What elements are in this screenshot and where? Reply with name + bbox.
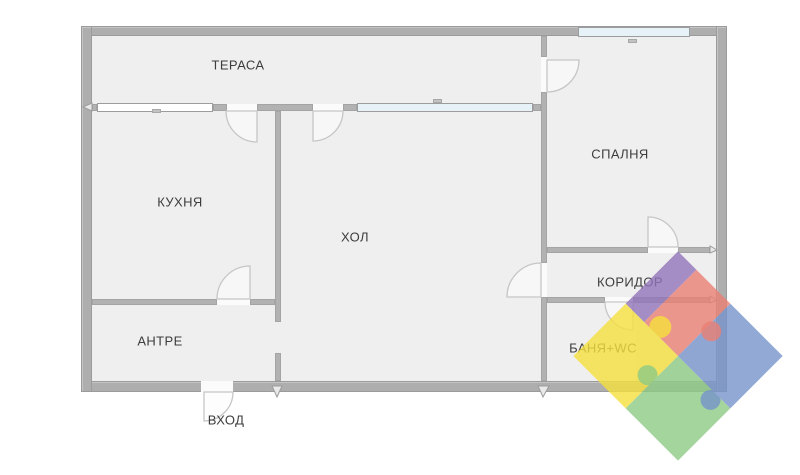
- wall-hall-bath-bottom: [541, 297, 547, 381]
- wall-terrace-seg4: [343, 104, 357, 111]
- kitchen-terrace-door-opening: [227, 104, 257, 111]
- wall-kitchen-antre-right: [250, 299, 275, 305]
- wall-outer-left: [81, 26, 92, 392]
- kitchen-window-tick: [152, 109, 161, 113]
- room-label-bathroom: БАНЯ+WC: [569, 340, 637, 356]
- wall-corridor-bottom-right: [633, 297, 710, 303]
- wall-corridor-bottom-left: [547, 297, 605, 303]
- room-label-entry-hall: АНТРЕ: [137, 333, 183, 349]
- hall-window-tick: [433, 99, 442, 103]
- wall-outer-right: [716, 26, 727, 392]
- room-label-corridor: КОРИДОР: [597, 274, 663, 290]
- wall-outer-bottom: [81, 381, 727, 392]
- wall-terrace-seg2: [213, 104, 227, 111]
- antre-kitchen-door-opening: [217, 299, 250, 305]
- room-label-hall: ХОЛ: [341, 229, 369, 245]
- wall-terrace-seg5: [533, 104, 541, 111]
- hall-corridor-door-opening: [541, 263, 547, 297]
- wall-outer-top: [81, 26, 727, 36]
- entrance-label: ВХОД: [207, 412, 245, 428]
- wall-terrace-seg3: [257, 104, 313, 111]
- room-label-kitchen: КУХНЯ: [157, 194, 203, 210]
- wall-corridor-top-right: [678, 247, 710, 253]
- wall-terrace-seg1: [92, 104, 97, 111]
- room-label-terrace: ТЕРАСА: [211, 57, 265, 73]
- hall-window: [357, 103, 533, 112]
- wall-hall-bedroom-top: [541, 36, 547, 57]
- entrance-door-opening: [201, 381, 233, 392]
- wall-hall-bedroom-mid: [541, 92, 547, 263]
- wall-corridor-top-left: [547, 247, 648, 253]
- bedroom-window-tick: [628, 39, 637, 43]
- bath-door-opening: [605, 297, 633, 303]
- hall-terrace-door-opening: [313, 104, 343, 111]
- room-label-bedroom: СПАЛНЯ: [591, 146, 649, 162]
- bedroom-window: [578, 27, 690, 37]
- wall-kitchen-antre-left: [92, 299, 217, 305]
- wall-antre-hall-lower: [275, 353, 281, 381]
- wall-kitchen-hall-upper: [275, 111, 281, 322]
- bedroom-corridor-door-opening: [648, 247, 678, 253]
- bedroom-terrace-door-opening: [541, 57, 547, 92]
